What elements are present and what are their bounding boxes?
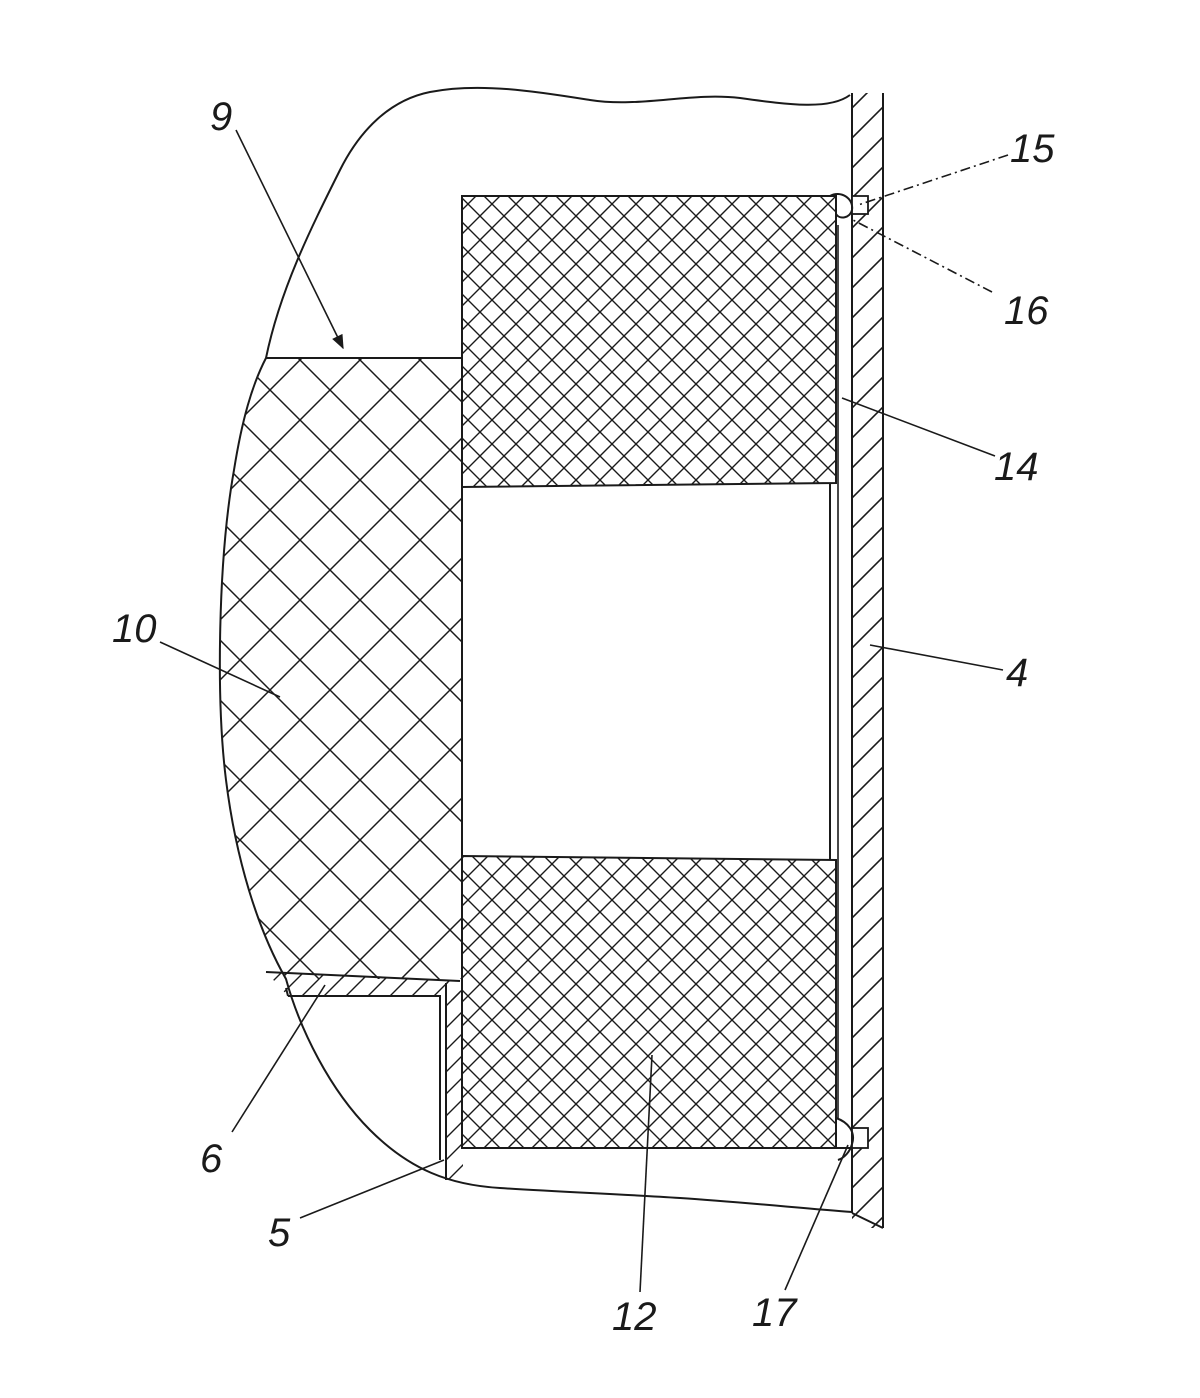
label-16: 16 bbox=[1004, 289, 1049, 333]
part-6-plate bbox=[260, 965, 465, 1160]
label-17: 17 bbox=[752, 1291, 798, 1335]
leader-5 bbox=[300, 1160, 444, 1218]
label-10: 10 bbox=[112, 607, 157, 651]
label-4: 4 bbox=[1006, 651, 1028, 695]
leader-6 bbox=[232, 985, 325, 1132]
label-14: 14 bbox=[994, 445, 1039, 489]
part-4-wall bbox=[852, 93, 883, 1228]
leader-17 bbox=[785, 1145, 848, 1290]
leader-9 bbox=[236, 130, 343, 348]
label-12: 12 bbox=[612, 1295, 657, 1339]
label-5: 5 bbox=[268, 1211, 291, 1255]
part-10-block bbox=[200, 196, 480, 1000]
label-9: 9 bbox=[210, 95, 232, 139]
part-12-upper-block bbox=[460, 190, 840, 490]
label-15: 15 bbox=[1010, 127, 1055, 171]
leader-4 bbox=[870, 645, 1003, 670]
label-6: 6 bbox=[200, 1137, 223, 1181]
